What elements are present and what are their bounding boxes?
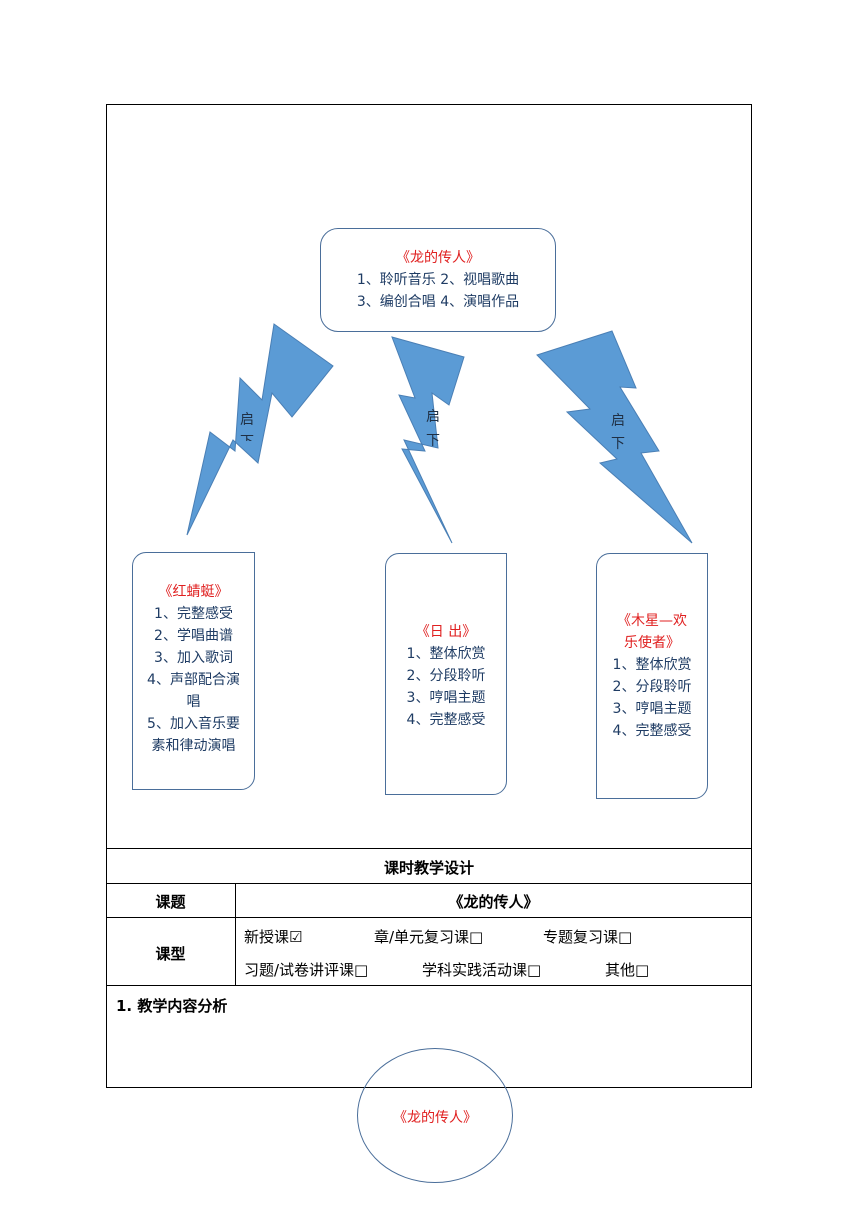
song-title-line: 《木星—欢 bbox=[617, 613, 687, 629]
lesson-title-label: 课题 bbox=[155, 893, 186, 911]
lesson-type-option-new[interactable]: 新授课☑ bbox=[244, 928, 303, 946]
lesson-title-value: 《龙的传人》 bbox=[448, 893, 539, 911]
table-column-rule bbox=[235, 883, 236, 985]
lesson-type-option-topic-review[interactable]: 专题复习课□ bbox=[543, 928, 633, 946]
table-rule bbox=[106, 917, 752, 918]
bottom-topic-label: 《龙的传人》 bbox=[393, 1110, 477, 1126]
song-box-jupiter: 《木星—欢 乐使者》 1、整体欣赏 2、分段聆听 3、哼唱主题 4、完整感受 bbox=[596, 553, 708, 799]
song-step: 唱 bbox=[186, 694, 201, 710]
song-title: 《日 出》 bbox=[415, 624, 477, 640]
table-rule bbox=[106, 883, 752, 884]
central-topic-title: 《龙的传人》 bbox=[396, 250, 480, 266]
song-step: 2、学唱曲谱 bbox=[154, 628, 233, 644]
song-step: 素和律动演唱 bbox=[151, 738, 236, 754]
right-bolt-label-2: 下 bbox=[611, 436, 625, 452]
song-step: 2、分段聆听 bbox=[612, 679, 692, 695]
song-step: 3、哼唱主题 bbox=[612, 701, 692, 717]
song-title-line: 乐使者》 bbox=[624, 635, 680, 651]
lesson-type-option-unit-review[interactable]: 章/单元复习课□ bbox=[374, 928, 484, 946]
middle-bolt-label-2: 下 bbox=[426, 433, 440, 449]
bottom-topic-circle: 《龙的传人》 bbox=[357, 1048, 513, 1183]
central-topic-box: 《龙的传人》 1、聆听音乐 2、视唱歌曲 3、编创合唱 4、演唱作品 bbox=[320, 228, 556, 332]
song-step: 3、加入歌词 bbox=[154, 650, 233, 666]
song-title: 《红蜻蜓》 bbox=[158, 584, 229, 600]
song-step: 4、完整感受 bbox=[406, 712, 486, 728]
song-step: 4、声部配合演 bbox=[147, 672, 240, 688]
lesson-type-label: 课型 bbox=[155, 945, 186, 963]
middle-bolt-label-1: 启 bbox=[426, 409, 440, 425]
song-step: 1、整体欣赏 bbox=[612, 657, 692, 673]
lesson-type-option-exercise-review[interactable]: 习题/试卷讲评课□ bbox=[244, 961, 369, 979]
table-header: 课时教学设计 bbox=[383, 859, 474, 877]
song-step: 1、整体欣赏 bbox=[406, 646, 486, 662]
left-bolt-label-2: 下 bbox=[240, 434, 254, 450]
table-rule bbox=[106, 848, 752, 849]
table-rule bbox=[106, 985, 752, 986]
song-step: 3、哼唱主题 bbox=[406, 690, 486, 706]
left-lightning-arrow bbox=[186, 323, 334, 536]
song-box-sunrise: 《日 出》 1、整体欣赏 2、分段聆听 3、哼唱主题 4、完整感受 bbox=[385, 553, 507, 795]
lesson-type-option-practice[interactable]: 学科实践活动课□ bbox=[422, 961, 542, 979]
song-step: 4、完整感受 bbox=[612, 723, 692, 739]
central-topic-line: 1、聆听音乐 2、视唱歌曲 bbox=[356, 272, 520, 288]
middle-lightning-arrow bbox=[391, 336, 465, 544]
lesson-type-option-other[interactable]: 其他□ bbox=[605, 961, 650, 979]
central-topic-line: 3、编创合唱 4、演唱作品 bbox=[356, 294, 520, 310]
left-bolt-label-1: 启 bbox=[240, 412, 254, 428]
right-bolt-label-1: 启 bbox=[611, 413, 625, 429]
song-box-red-dragonfly: 《红蜻蜓》 1、完整感受 2、学唱曲谱 3、加入歌词 4、声部配合演 唱 5、加… bbox=[132, 552, 255, 790]
song-step: 1、完整感受 bbox=[154, 606, 233, 622]
right-lightning-arrow bbox=[536, 330, 693, 544]
song-step: 5、加入音乐要 bbox=[147, 716, 240, 732]
song-step: 2、分段聆听 bbox=[406, 668, 486, 684]
section-heading-content-analysis: 1. 教学内容分析 bbox=[116, 997, 228, 1015]
